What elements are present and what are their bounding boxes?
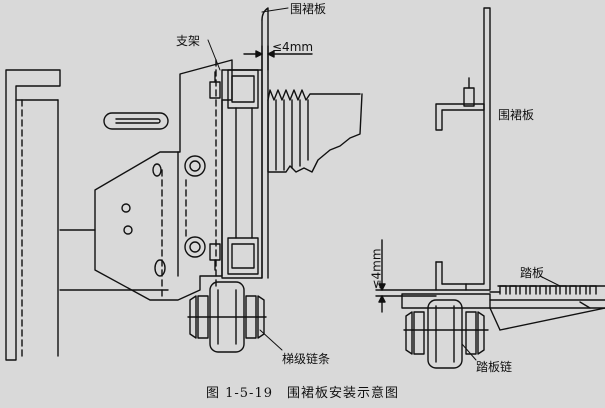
tread-chain-roller bbox=[401, 293, 605, 369]
bolt-lower bbox=[184, 236, 206, 258]
label-tread-chain: 踏板链 bbox=[476, 360, 513, 374]
label-skirt-panel-left: 围裙板 bbox=[290, 2, 327, 16]
bolt-upper bbox=[184, 155, 206, 177]
skirt-bracket-right bbox=[435, 77, 485, 131]
figure-caption: 图 1-5-19 围裙板安装示意图 bbox=[205, 386, 399, 401]
skirt-panel-left bbox=[261, 7, 269, 279]
label-tread: 踏板 bbox=[520, 266, 545, 280]
step-comb bbox=[267, 89, 363, 173]
top-nut bbox=[209, 71, 221, 99]
vertical-channel bbox=[221, 69, 263, 279]
skirt-panel-right bbox=[435, 7, 491, 291]
tread-comb bbox=[489, 285, 605, 309]
label-gap-top: ≤4mm bbox=[272, 40, 314, 54]
bottom-nut bbox=[209, 243, 221, 271]
gap-dim-side bbox=[375, 239, 437, 313]
step-chain-roller bbox=[187, 281, 267, 353]
leader-lines-right bbox=[461, 275, 561, 361]
label-support: 支架 bbox=[176, 34, 201, 48]
gap-dim-top bbox=[243, 45, 313, 71]
support-bracket bbox=[59, 59, 233, 301]
label-skirt-panel-right: 围裙板 bbox=[498, 108, 535, 122]
label-gap-side: ≤4mm bbox=[369, 248, 384, 290]
label-step-chain: 梯级链条 bbox=[282, 352, 331, 366]
leader-lines-left bbox=[207, 7, 289, 351]
left-angle-frame bbox=[5, 69, 61, 361]
slot-plate bbox=[103, 112, 169, 130]
